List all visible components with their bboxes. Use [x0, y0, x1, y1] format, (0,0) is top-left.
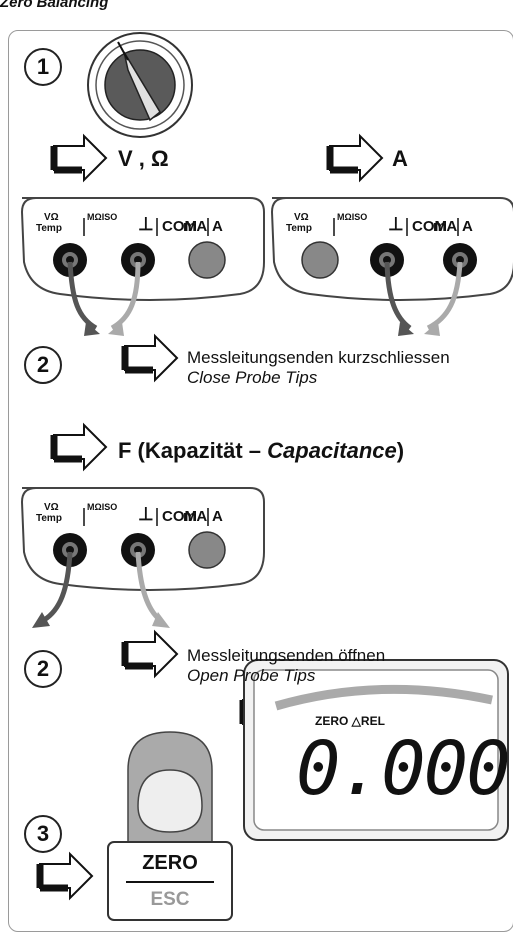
step-number: 2 [24, 650, 62, 688]
jack-panel-current [270, 197, 513, 336]
jack-label-ground: ⊥ [138, 504, 154, 524]
select-arrow-icon [330, 136, 382, 180]
jack-label-v-omega: VΩ [44, 212, 59, 223]
lcd-display [243, 659, 509, 841]
jack-panel-voltage [20, 197, 265, 336]
key-primary-label: ZERO [142, 852, 198, 874]
jack-label-a: A [212, 508, 223, 525]
step-number: 3 [24, 815, 62, 853]
selection-volt-ohm: V , Ω [118, 146, 169, 171]
jack-label-group: VΩ Temp [36, 212, 62, 234]
jack-label-temp: Temp [36, 513, 62, 524]
select-arrow-icon [54, 425, 106, 469]
jack-label-com: COM [162, 218, 197, 235]
jack-label-m-omega-iso: MΩISO [337, 212, 368, 222]
jack-label-a: A [462, 218, 473, 235]
jack-label-group: VΩ Temp [286, 212, 312, 234]
select-arrow-icon [125, 632, 177, 676]
selection-capacitance: F (Kapazität – Capacitance) [118, 438, 404, 464]
selection-ampere: A [392, 146, 408, 171]
step-number: 1 [24, 48, 62, 86]
jack-label-temp: Temp [286, 223, 312, 234]
rotary-switch-icon [87, 32, 193, 138]
instruction-open-de: Messleitungsenden öffnen [187, 646, 386, 665]
jack-label-m-omega-iso: MΩISO [87, 212, 118, 222]
jack-label-v-omega: VΩ [294, 212, 309, 223]
jack-label-temp: Temp [36, 223, 62, 234]
jack-label-com: COM [412, 218, 447, 235]
instruction-close: Messleitungsenden kurzschliessen Close P… [187, 348, 450, 388]
instruction-close-en: Close Probe Tips [187, 368, 318, 387]
jack-label-v-omega: VΩ [44, 502, 59, 513]
jack-label-group: VΩ Temp [36, 502, 62, 524]
finger-press-icon [127, 731, 213, 843]
jack-label-ground: ⊥ [388, 214, 404, 234]
jack-label-a: A [212, 218, 223, 235]
jack-label-ma: mA [183, 508, 208, 525]
zero-esc-key [107, 841, 233, 921]
page-title: Zero Balancing [0, 0, 109, 11]
select-arrow-icon [54, 136, 106, 180]
jack-label-ma: mA [183, 218, 208, 235]
capacitance-label-en: Capacitance [267, 438, 397, 463]
lcd-indicator: ZERO △REL [315, 714, 385, 728]
instruction-close-de: Messleitungsenden kurzschliessen [187, 348, 450, 367]
jack-label-ground: ⊥ [138, 214, 154, 234]
lcd-reading: 0.000 [296, 726, 511, 812]
instruction-open: Messleitungsenden öffnen Open Probe Tips [187, 646, 385, 686]
capacitance-label: F (Kapazität – [118, 438, 268, 463]
jack-label-com: COM [162, 508, 197, 525]
select-arrow-icon [125, 336, 177, 380]
step-number: 2 [24, 346, 62, 384]
jack-label-ma: mA [433, 218, 458, 235]
capacitance-label-end: ) [396, 438, 405, 463]
select-arrow-icon [40, 854, 92, 898]
key-secondary-label: ESC [150, 889, 190, 910]
instruction-open-en: Open Probe Tips [187, 666, 316, 685]
jack-label-m-omega-iso: MΩISO [87, 502, 118, 512]
jack-panel-capacitance [20, 487, 265, 628]
